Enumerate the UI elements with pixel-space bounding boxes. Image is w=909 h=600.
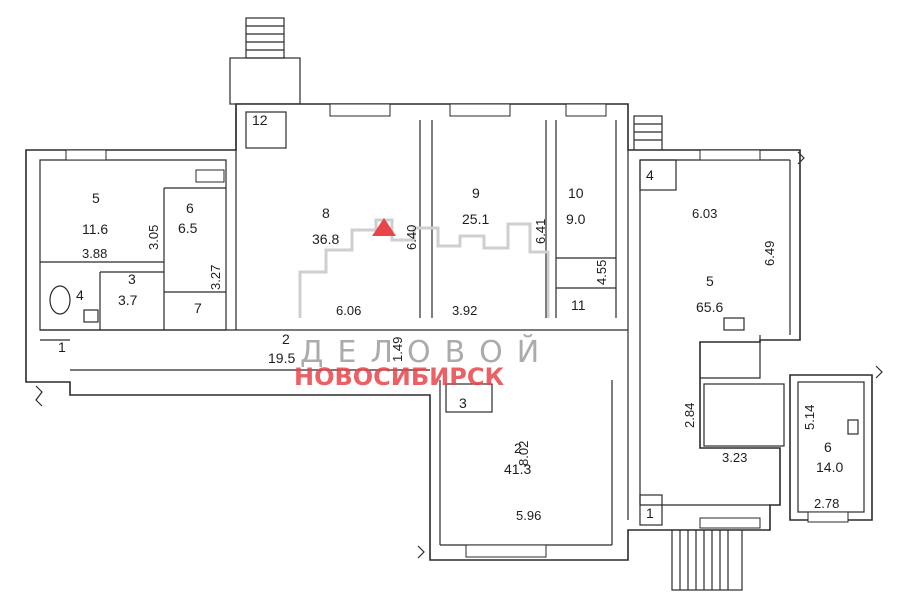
dim-6-41: 6.41 <box>533 219 548 244</box>
dim-3-27: 3.27 <box>208 265 223 290</box>
break-marks <box>35 151 883 559</box>
room-12-number: 12 <box>252 112 268 128</box>
room-6-right-number: 6 <box>824 439 832 455</box>
roof-icon <box>372 218 396 236</box>
windows <box>65 103 849 558</box>
room-3-left-number: 3 <box>128 271 136 287</box>
room-5-left-area: 11.6 <box>82 221 108 237</box>
fixture-icon <box>723 317 745 331</box>
dimension-labels: 3.88 3.05 3.27 6.40 6.41 4.55 6.06 3.92 … <box>82 206 839 523</box>
room-3-small-number: 3 <box>459 395 467 411</box>
watermark: ДЕЛОВОЙ НОВОСИБИРСК <box>294 218 553 391</box>
room-9-area: 25.1 <box>462 211 489 227</box>
room-2-corridor-number: 2 <box>282 331 290 347</box>
right-top-staircase <box>633 115 663 153</box>
dim-6-03: 6.03 <box>692 206 717 221</box>
dim-6-40: 6.40 <box>404 225 419 250</box>
room-1-bottom-number: 1 <box>646 505 654 521</box>
room-8-area: 36.8 <box>312 231 339 247</box>
bottom-staircase <box>671 527 743 591</box>
skyline-icon <box>298 218 550 318</box>
dim-3-23: 3.23 <box>722 450 747 465</box>
room-6-right-area: 14.0 <box>816 459 843 475</box>
top-staircase <box>229 17 301 105</box>
toilet-icon <box>49 285 99 323</box>
room-1-left-number: 1 <box>58 339 66 355</box>
watermark-line1: ДЕЛОВОЙ <box>300 334 553 370</box>
dim-2-84: 2.84 <box>682 403 697 428</box>
room-2-corridor-area: 19.5 <box>268 350 295 366</box>
room-4-left-number: 4 <box>76 287 84 303</box>
room-10-number: 10 <box>568 185 584 201</box>
room-labels: 5 11.6 6 6.5 3 3.7 4 7 12 8 36.8 9 25.1 … <box>58 112 843 521</box>
room-8-number: 8 <box>322 205 330 221</box>
dim-8-02: 8.02 <box>516 441 531 466</box>
dim-3-88: 3.88 <box>82 246 107 261</box>
room-9-number: 9 <box>472 185 480 201</box>
room-2-bottom-number: 2 <box>514 440 522 456</box>
walls <box>25 103 873 561</box>
room-7-left-number: 7 <box>194 300 202 316</box>
room-4-right-number: 4 <box>646 167 654 183</box>
dim-5-96: 5.96 <box>516 508 541 523</box>
dim-3-92: 3.92 <box>452 303 477 318</box>
dim-6-49: 6.49 <box>762 241 777 266</box>
room-3-left-area: 3.7 <box>118 292 138 308</box>
room-6-left-area: 6.5 <box>178 220 198 236</box>
dim-6-06: 6.06 <box>336 303 361 318</box>
dim-2-78: 2.78 <box>814 496 839 511</box>
dim-5-14: 5.14 <box>802 405 817 430</box>
dim-1-49: 1.49 <box>390 337 405 362</box>
dim-4-55: 4.55 <box>594 260 609 285</box>
room-11-number: 11 <box>571 297 586 313</box>
room-10-area: 9.0 <box>566 211 586 227</box>
room-5-right-area: 65.6 <box>696 299 723 315</box>
watermark-line2: НОВОСИБИРСК <box>294 363 504 391</box>
room-2-bottom-area: 41.3 <box>504 461 531 477</box>
dim-3-05: 3.05 <box>146 225 161 250</box>
room-5-left-number: 5 <box>92 190 100 206</box>
room-6-left-number: 6 <box>186 200 194 216</box>
room-5-right-number: 5 <box>706 273 714 289</box>
